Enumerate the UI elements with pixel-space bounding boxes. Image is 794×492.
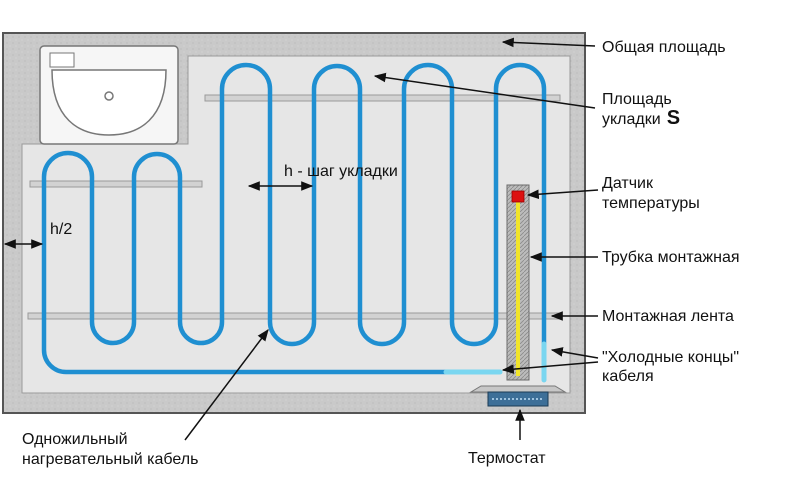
cold-ends-label-line1: "Холодные концы" bbox=[602, 349, 739, 366]
cold-ends-label-line2: кабеля bbox=[602, 368, 654, 385]
mounting-tube-label: Трубка монтажная bbox=[602, 249, 740, 266]
laying-area bbox=[21, 55, 571, 394]
thermostat-icon bbox=[469, 385, 567, 407]
laying-step-label: h - шаг укладки bbox=[284, 163, 398, 180]
mounting-tapes bbox=[27, 94, 561, 320]
temp-sensor-label-line1: Датчик bbox=[602, 175, 654, 192]
laying-area-label-line2: укладки S bbox=[602, 107, 680, 129]
thermostat-label: Термостат bbox=[468, 450, 546, 467]
laying-area-label-line1: Площадь bbox=[602, 91, 672, 108]
temperature-sensor-icon bbox=[511, 190, 525, 203]
single-core-cable-label-line1: Одножильный bbox=[22, 431, 128, 448]
heating-cable bbox=[41, 62, 547, 375]
mounting-tape-label: Монтажная лента bbox=[602, 308, 734, 325]
sink-icon bbox=[39, 45, 179, 145]
laying-area-word: укладки bbox=[602, 111, 661, 128]
cold-ends bbox=[443, 341, 547, 383]
total-area-label: Общая площадь bbox=[602, 39, 726, 56]
leader-arrows bbox=[184, 37, 599, 441]
half-step-label: h/2 bbox=[50, 221, 72, 238]
temp-sensor-label-line2: температуры bbox=[602, 195, 700, 212]
laying-area-symbol: S bbox=[667, 107, 680, 129]
single-core-cable-label-line2: нагревательный кабель bbox=[22, 451, 198, 468]
mounting-tube bbox=[506, 184, 530, 381]
